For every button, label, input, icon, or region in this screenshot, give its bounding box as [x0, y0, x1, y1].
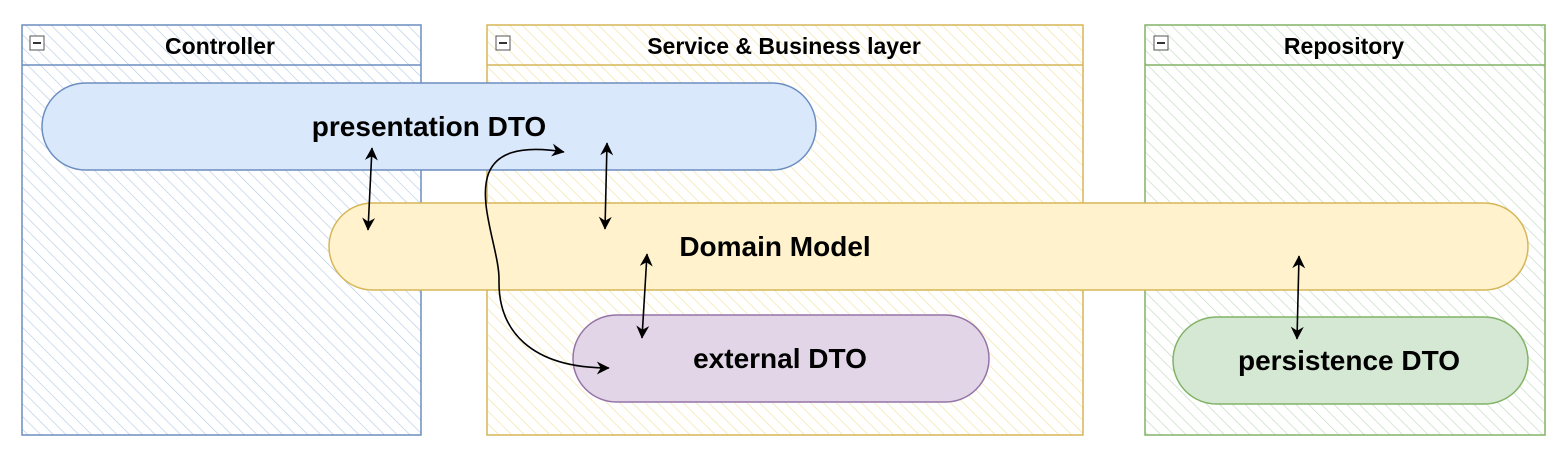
service-collapse-minus-icon[interactable] [495, 35, 511, 51]
controller-collapse-minus-icon[interactable] [29, 35, 45, 51]
external-dto-label: external DTO [693, 343, 867, 374]
repository-lane-title: Repository [1284, 33, 1404, 59]
external-presentation-curved-arrow[interactable] [484, 143, 610, 375]
domain-model-node[interactable]: Domain Model [328, 202, 1529, 291]
controller-lane-title: Controller [165, 33, 275, 59]
presentation-domain-arrow[interactable] [362, 147, 378, 231]
service-lane-title: Service & Business layer [647, 33, 921, 59]
persistence-dto-label: persistence DTO [1238, 345, 1460, 376]
presentation-dto-node[interactable]: presentation DTO [41, 82, 817, 171]
external-dto-node[interactable]: external DTO [572, 314, 990, 403]
persistence-dto-node[interactable]: persistence DTO [1172, 316, 1529, 405]
domain-external-arrow[interactable] [636, 253, 653, 339]
domain-model-label: Domain Model [679, 231, 870, 262]
domain-persistence-arrow[interactable] [1290, 255, 1306, 340]
repository-collapse-minus-icon[interactable] [1153, 35, 1169, 51]
presentation-dto-label: presentation DTO [312, 111, 546, 142]
